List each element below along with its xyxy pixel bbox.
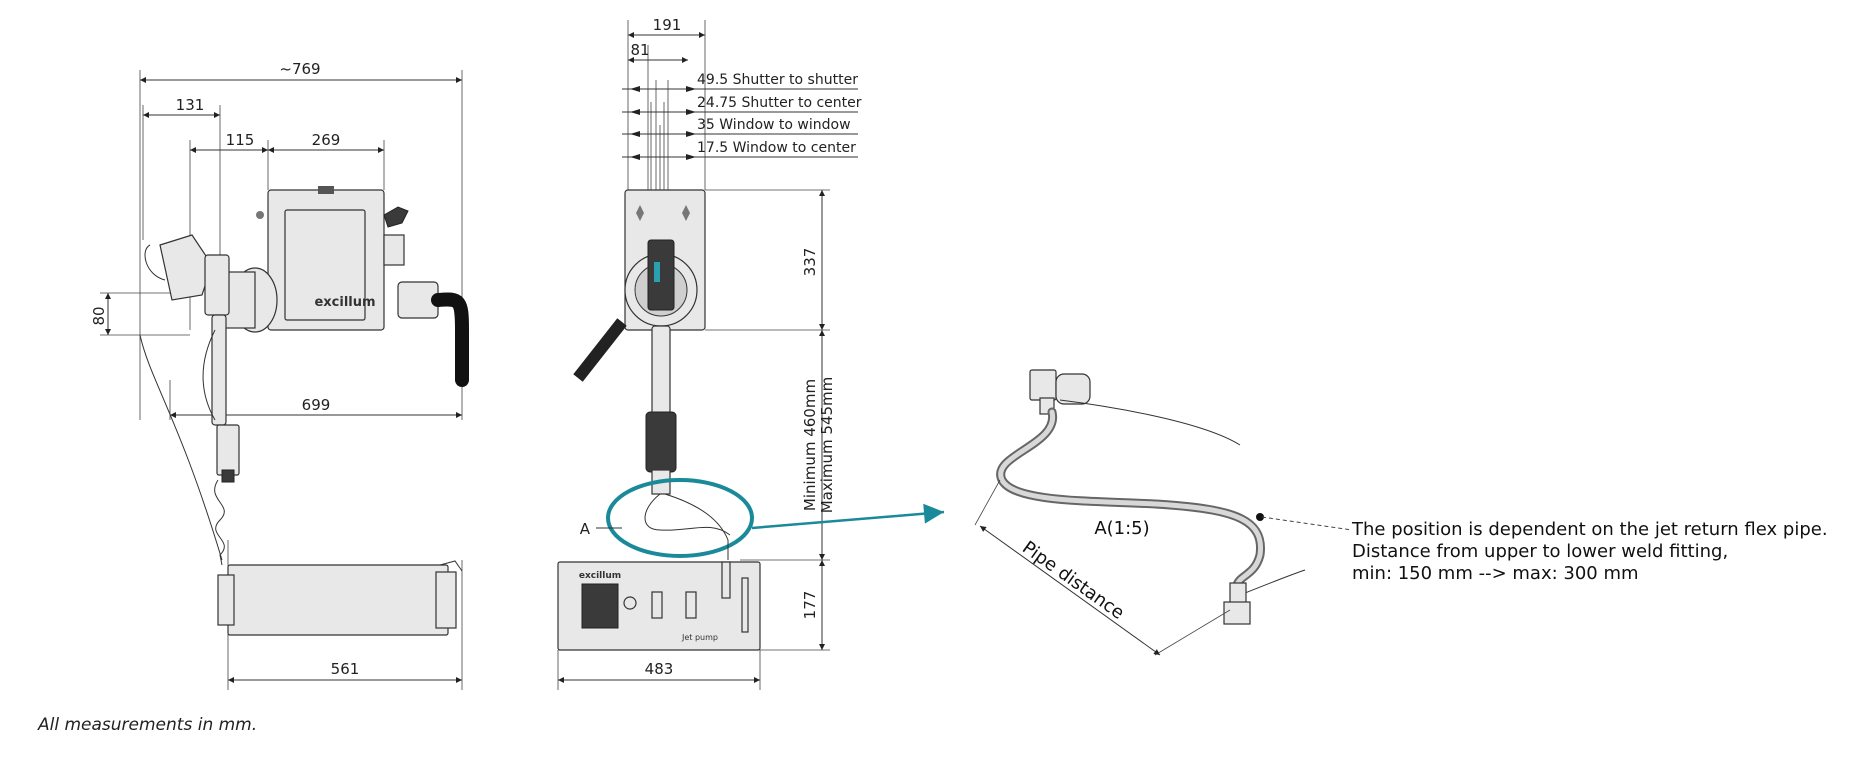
footer-note: All measurements in mm. — [37, 715, 257, 735]
detail-pointer-arrow — [751, 503, 945, 530]
dim-269: 269 — [312, 131, 341, 149]
label-window-to-window: 35 Window to window — [697, 117, 851, 133]
dim-115: 115 — [226, 131, 255, 149]
dim-177: 177 — [801, 591, 819, 620]
detail-view-a: A(1:5) Pipe distance The position is dep… — [974, 369, 1828, 656]
pump-box-side — [227, 564, 449, 636]
label-window-to-center: 17.5 Window to center — [697, 140, 856, 156]
side-view: ~769 131 115 269 80 699 561 excillum — [90, 60, 469, 690]
label-min-height: Minimum 460mm — [801, 379, 819, 511]
label-max-height: Maximum 545mm — [818, 377, 836, 514]
label-pipe-distance: Pipe distance — [1018, 537, 1128, 624]
note-leader — [1261, 516, 1353, 531]
label-shutter-to-center: 24.75 Shutter to center — [697, 95, 862, 111]
lower-weld-fitting — [1229, 582, 1247, 604]
detail-circle-a — [606, 478, 754, 558]
note-line-1: The position is dependent on the jet ret… — [1351, 519, 1828, 540]
brand-logo: excillum — [314, 295, 375, 310]
detail-marker-a: A — [580, 520, 591, 538]
label-shutter-to-shutter: 49.5 Shutter to shutter — [697, 72, 858, 88]
dim-561: 561 — [331, 660, 360, 678]
detail-title: A(1:5) — [1094, 518, 1149, 539]
upper-weld-fitting — [1029, 369, 1057, 401]
dim-191: 191 — [653, 16, 682, 34]
dim-699: 699 — [302, 396, 331, 414]
dim-81: 81 — [630, 41, 649, 59]
dim-337: 337 — [801, 248, 819, 277]
note-line-3: min: 150 mm --> max: 300 mm — [1352, 563, 1639, 584]
dim-131: 131 — [176, 96, 205, 114]
front-view: 191 81 49.5 Shutter to shutter 24.75 Shu… — [557, 16, 945, 690]
brand-logo-panel: excillum — [579, 571, 621, 581]
note-line-2: Distance from upper to lower weld fittin… — [1352, 541, 1728, 562]
dim-overall-width: ~769 — [279, 60, 320, 78]
lower-connector — [216, 424, 240, 476]
panel-caption: Jet pump — [681, 633, 718, 642]
dim-483: 483 — [645, 660, 674, 678]
dim-80: 80 — [90, 306, 108, 325]
